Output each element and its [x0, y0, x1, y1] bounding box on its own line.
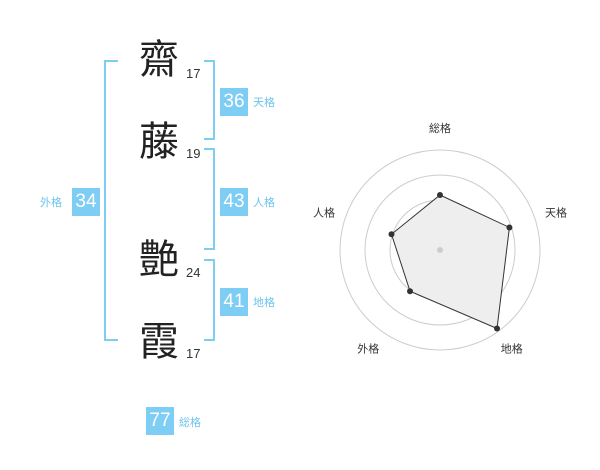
name-char-1: 齋 — [139, 37, 179, 83]
radar-axis-label-3: 地格 — [501, 342, 523, 356]
jinkaku-bracket — [204, 148, 215, 250]
radar-point-5 — [388, 231, 395, 238]
radar-point-3 — [494, 325, 501, 332]
gaikaku-bracket — [104, 60, 118, 341]
radar-axis-label-5: 人格 — [313, 205, 335, 219]
stroke-count-2: 19 — [186, 146, 201, 161]
radar-polygon — [390, 194, 510, 330]
chikaku-bracket — [204, 259, 215, 341]
radar-center-dot — [437, 247, 443, 253]
chikaku-value: 41 — [220, 288, 248, 316]
radar-point-2 — [506, 224, 513, 231]
gaikaku-label: 外格 — [40, 196, 62, 209]
soukaku-value: 77 — [146, 407, 174, 435]
chikaku-label: 地格 — [253, 296, 275, 309]
radar-grid-ring-3 — [364, 174, 516, 326]
jinkaku-label: 人格 — [253, 196, 275, 209]
stroke-count-4: 17 — [186, 346, 201, 361]
gaikaku-value: 34 — [72, 188, 100, 216]
radar-axis-label-1: 総格 — [429, 121, 451, 135]
name-char-2: 藤 — [139, 119, 179, 165]
stroke-count-3: 24 — [186, 265, 201, 280]
name-char-3: 艶 — [139, 237, 179, 283]
radar-point-4 — [407, 288, 414, 295]
radar-axis-label-4: 外格 — [357, 342, 379, 356]
tenkaku-label: 天格 — [253, 96, 275, 109]
stroke-count-1: 17 — [186, 66, 201, 81]
tenkaku-bracket — [204, 60, 215, 140]
radar-grid-ring-4 — [339, 149, 541, 351]
jinkaku-value: 43 — [220, 188, 248, 216]
tenkaku-value: 36 — [220, 88, 248, 116]
name-char-4: 霞 — [139, 319, 179, 365]
soukaku-label: 総格 — [179, 416, 201, 429]
radar-point-1 — [437, 192, 443, 198]
radar-axis-label-2: 天格 — [545, 205, 567, 219]
